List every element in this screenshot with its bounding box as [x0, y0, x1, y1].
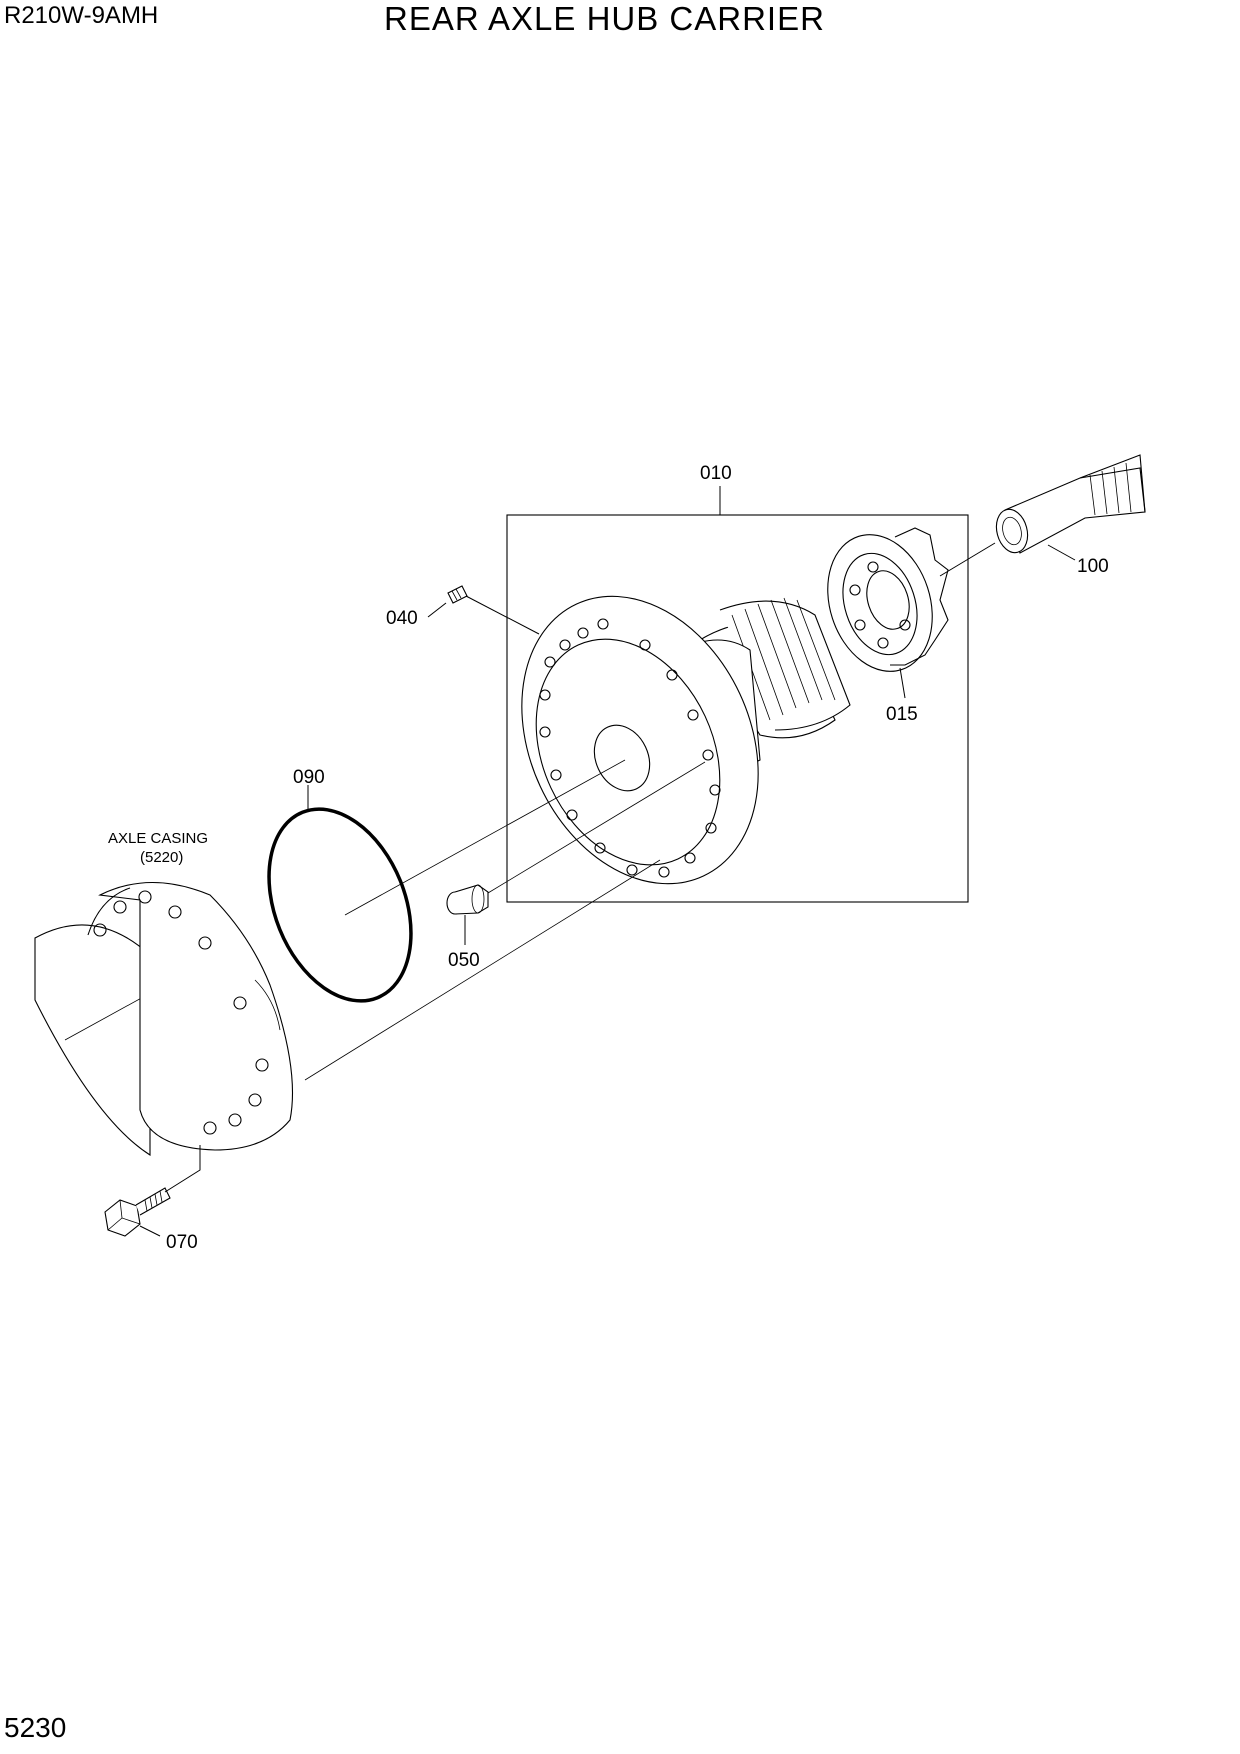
- callout-015: 015: [886, 704, 918, 725]
- assembly-frame-010: [506, 514, 969, 903]
- callout-010: 010: [700, 463, 732, 484]
- washer-015-drawing: [827, 527, 949, 672]
- leader-100-label: [1047, 544, 1076, 561]
- alignment-line-bolt: [304, 859, 661, 1081]
- leader-015: [899, 667, 906, 699]
- leader-100: [939, 542, 996, 577]
- page-number: 5230: [4, 1712, 67, 1743]
- leader-040-label: [427, 602, 447, 618]
- shaft-100-drawing: [995, 454, 1146, 554]
- model-number: R210W-9AMH: [4, 2, 159, 29]
- page-title: REAR AXLE HUB CARRIER: [384, 0, 825, 37]
- pin-040-drawing: [447, 585, 468, 604]
- bolt-070-drawing: [104, 1187, 171, 1237]
- axle-casing-drawing: [34, 882, 294, 1157]
- callout-100: 100: [1077, 556, 1109, 577]
- reference-note-part-number: (5220): [140, 849, 183, 866]
- alignment-line-plug: [487, 761, 706, 894]
- leader-070-label: [139, 1225, 161, 1237]
- hub-carrier-010-drawing: [521, 595, 851, 885]
- plug-050-drawing: [446, 884, 489, 915]
- callout-050: 050: [448, 950, 480, 971]
- alignment-line-center: [344, 759, 626, 916]
- reference-note-axle-casing: AXLE CASING: [108, 830, 208, 847]
- leader-040: [465, 595, 540, 635]
- leader-070: [164, 1145, 201, 1193]
- callout-040: 040: [386, 608, 418, 629]
- o-ring-090-drawing: [267, 807, 413, 1003]
- callout-090: 090: [293, 767, 325, 788]
- callout-070: 070: [166, 1232, 198, 1253]
